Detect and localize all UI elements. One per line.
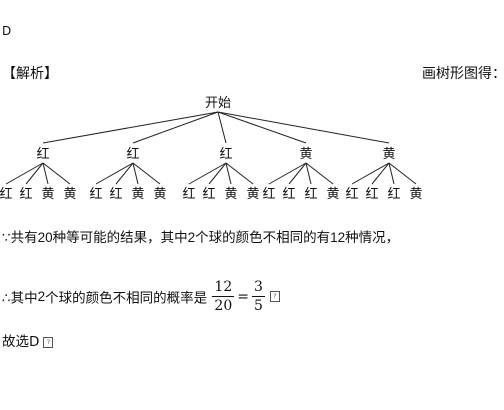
tree-leaf-line xyxy=(225,162,232,185)
tree-leaf-line xyxy=(351,162,390,185)
tree-diagram-note: 画树形图得： xyxy=(422,66,504,82)
tree-leaf-label: 红 xyxy=(0,186,13,202)
tree-leaf-label: 黄 xyxy=(63,187,76,202)
tree-branch-line xyxy=(217,111,227,144)
tree-leaf-line xyxy=(268,162,307,185)
line1-prefix: ∵共有 xyxy=(2,230,38,246)
tree-leaf-line xyxy=(208,162,227,185)
missing-image-icon: ? xyxy=(269,291,280,302)
fraction-denominator: 20 xyxy=(214,298,233,314)
conclusion-line: 故选D? xyxy=(2,330,54,350)
line1-middle2: 个球的颜色不相同的有 xyxy=(195,230,331,246)
missing-image-icon: ? xyxy=(43,336,54,348)
tree-leaf-line xyxy=(225,162,254,185)
tree-leaf-line xyxy=(371,162,390,185)
favorable-count: 12 xyxy=(330,230,346,245)
answer-label: D xyxy=(2,24,12,38)
tree-leaf-label: 红 xyxy=(109,186,122,202)
tree-leaf-label: 黄 xyxy=(246,187,259,202)
tree-leaf-label: 红 xyxy=(19,186,32,202)
total-outcomes: 20 xyxy=(37,230,53,245)
tree-level1-label: 黄 xyxy=(382,147,395,162)
tree-leaf-line xyxy=(95,162,134,185)
tree-root-label: 开始 xyxy=(205,96,231,111)
tree-branch-line xyxy=(217,111,390,144)
tree-leaf-label: 黄 xyxy=(131,187,144,202)
tree-leaf-line xyxy=(305,162,312,185)
tree-level1-label: 红 xyxy=(36,146,49,162)
fraction-numerator: 3 xyxy=(251,279,265,297)
tree-leaf-line xyxy=(42,162,71,185)
tree-leaf-line xyxy=(388,162,417,185)
tree-leaf-label: 黄 xyxy=(41,187,54,202)
tree-leaf-line xyxy=(305,162,334,185)
fraction-3-5: 3 5 xyxy=(251,278,265,315)
probability-line: ∴其中2个球的颜色不相同的概率是 12 20 = 3 5 ? xyxy=(2,278,280,315)
tree-leaf-line xyxy=(188,162,227,185)
tree-leaf-line xyxy=(5,162,44,185)
ball-count: 2 xyxy=(187,230,196,245)
ball-count-2: 2 xyxy=(37,289,46,304)
tree-leaf-label: 红 xyxy=(202,186,215,202)
line1-suffix: 种情况， xyxy=(345,230,400,246)
tree-leaf-label: 红 xyxy=(182,186,195,202)
tree-leaf-label: 红 xyxy=(387,186,400,202)
fraction-12-20: 12 20 xyxy=(212,278,235,315)
tree-branch-line xyxy=(217,111,307,144)
tree-level1-label: 红 xyxy=(126,146,139,162)
tree-leaf-line xyxy=(288,162,307,185)
equals-sign: = xyxy=(237,288,249,305)
tree-leaf-line xyxy=(132,162,161,185)
tree-level1-label: 红 xyxy=(219,146,232,162)
tree-diagram: 开始红红红黄黄红红红黄黄红红红黄黄黄红红红黄黄红红红黄 xyxy=(0,96,423,202)
tree-leaf-label: 红 xyxy=(89,186,102,202)
tree-level1-label: 黄 xyxy=(299,147,312,162)
tree-leaf-label: 红 xyxy=(282,186,295,202)
tree-leaf-label: 黄 xyxy=(224,187,237,202)
line1-middle: 种等可能的结果，其中 xyxy=(52,230,188,246)
tree-leaf-label: 红 xyxy=(345,186,358,202)
tree-leaf-line xyxy=(25,162,44,185)
tree-leaf-label: 黄 xyxy=(326,187,339,202)
total-outcomes-line: ∵共有20种等可能的结果，其中2个球的颜色不相同的有12种情况， xyxy=(2,226,399,246)
tree-branch-line xyxy=(132,111,219,144)
line2-text: 个球的颜色不相同的概率是 xyxy=(45,290,208,307)
fraction-numerator: 12 xyxy=(212,279,235,297)
conclusion-text: 故选D xyxy=(2,334,40,350)
tree-leaf-line xyxy=(42,162,49,185)
tree-leaf-line xyxy=(115,162,134,185)
tree-leaf-line xyxy=(388,162,395,185)
tree-leaf-label: 黄 xyxy=(153,187,166,202)
analysis-heading: 【解析】 xyxy=(2,66,58,82)
tree-leaf-label: 黄 xyxy=(409,187,422,202)
line2-prefix: ∴其中 xyxy=(2,290,38,307)
tree-leaf-line xyxy=(132,162,139,185)
tree-branch-line xyxy=(42,111,219,144)
tree-leaf-label: 红 xyxy=(262,186,275,202)
tree-leaf-label: 红 xyxy=(304,186,317,202)
tree-leaf-label: 红 xyxy=(365,186,378,202)
fraction-denominator: 5 xyxy=(253,298,263,314)
